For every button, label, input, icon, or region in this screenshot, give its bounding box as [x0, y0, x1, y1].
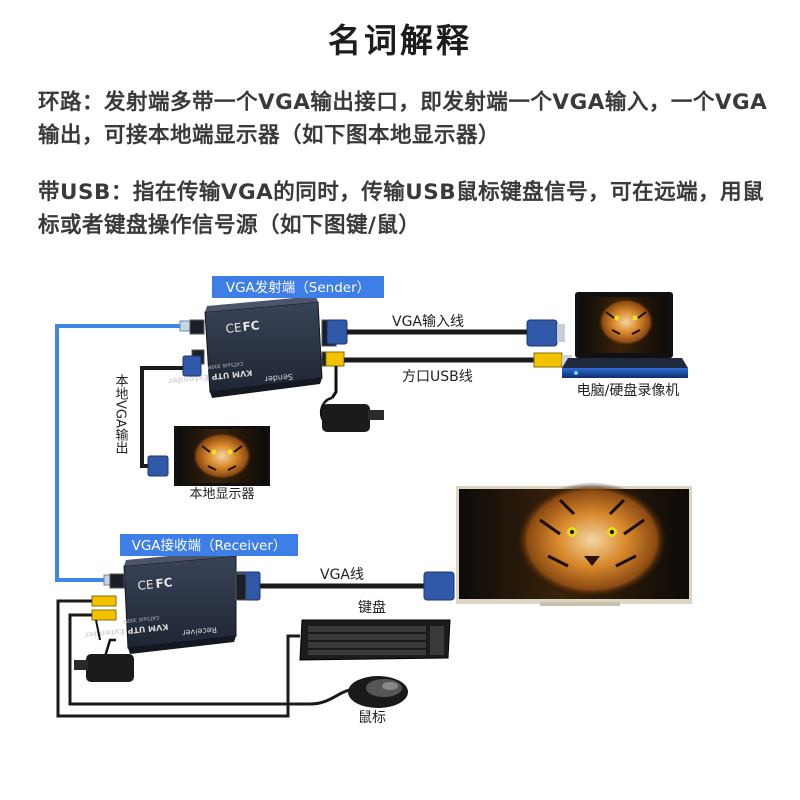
loop-explanation: 环路：发射端多带一个VGA输出接口，即发射端一个VGA输入，一个VGA输出，可接… [38, 90, 768, 148]
receiver-power-adapter [86, 654, 134, 682]
local-display [174, 426, 270, 486]
pc-dvr-label: 电脑/硬盘录像机 [577, 382, 680, 399]
vga-connector-tv [423, 571, 455, 601]
sender-model-text: CAT5e/6 300M [207, 360, 244, 370]
vga-connector-pc [526, 319, 558, 347]
sender-tag-bg [212, 276, 384, 298]
receiver-fc-mark: FC [155, 575, 174, 591]
vga-input-cable-label: VGA输入线 [392, 314, 464, 330]
receiver-tag-bg [120, 534, 298, 556]
remote-tv [456, 482, 692, 606]
sender-fc-mark: FC [242, 318, 261, 334]
keyboard-label: 键盘 [358, 599, 386, 616]
local-display-label: 本地显示器 [189, 487, 254, 502]
usb-a-plug [533, 352, 563, 368]
sender-tag: VGA发射端（Sender） [226, 280, 370, 296]
receiver-model-text: CAT5e/6 300M [123, 614, 160, 624]
usb-cable-label: 方口USB线 [402, 369, 473, 385]
receiver-ce-mark: CE [137, 577, 154, 593]
receiver-device: FC CE KVM UTP Extender CAT5e/6 300M Rece… [84, 550, 247, 654]
usb-explanation: 带USB：指在传输VGA的同时，传输USB鼠标键盘信号，可在远端，用鼠标或者键盘… [38, 180, 765, 238]
receiver-tag: VGA接收端（Receiver） [132, 537, 287, 554]
receiver-usb-plug-1 [91, 595, 117, 607]
page-title: 名词解释 [328, 21, 472, 60]
pc-dvr-device [562, 292, 688, 378]
mouse-label: 鼠标 [358, 710, 386, 726]
receiver-usb-plug-2 [91, 609, 117, 621]
mouse-device [348, 676, 408, 708]
vga-connector-loop-out [182, 355, 202, 377]
vga-connector-sender-in [326, 319, 348, 345]
network-cable [55, 324, 190, 582]
keyboard-device [299, 619, 451, 661]
sender-power-adapter [322, 404, 370, 432]
usb-b-plug [325, 351, 345, 367]
vga-cable-label: VGA线 [320, 567, 364, 583]
receiver-word: Receiver [181, 625, 217, 638]
vga-connector-local-display [147, 455, 169, 477]
sender-device: FC CE KVM UTP Extender CAT5e/6 300M Send… [168, 296, 337, 398]
local-vga-out-label: 本地VGA输出 [113, 374, 129, 454]
sender-ce-mark: CE [225, 320, 242, 336]
sender-word: Sender [263, 372, 293, 384]
